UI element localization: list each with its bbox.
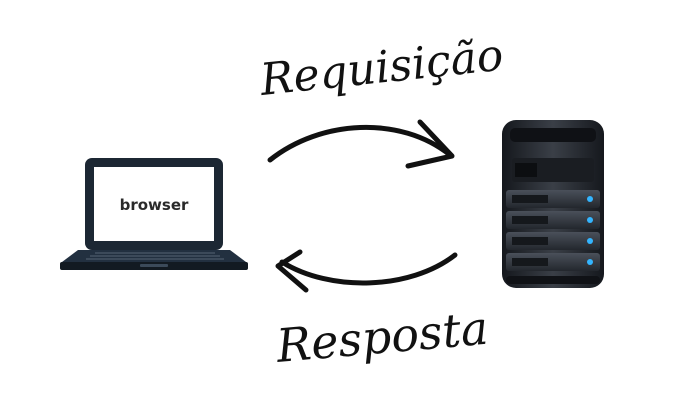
server-rack-icon xyxy=(502,120,604,288)
laptop-screen xyxy=(94,167,214,241)
request-arrow xyxy=(267,119,455,169)
response-label: Resposta xyxy=(273,301,490,373)
response-arrow xyxy=(275,249,458,293)
request-label: Requisição xyxy=(257,30,506,106)
laptop-icon: browser xyxy=(60,158,248,270)
browser-label: browser xyxy=(120,196,189,214)
